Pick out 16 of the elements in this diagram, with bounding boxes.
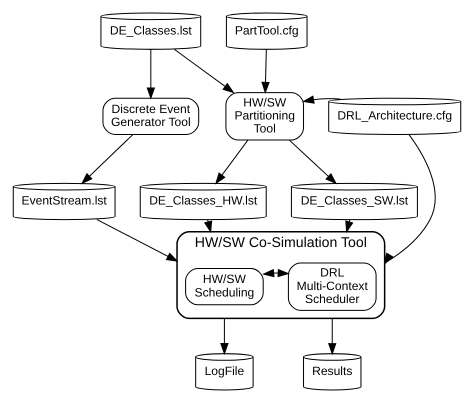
- arrow: [215, 139, 248, 184]
- arrow: [146, 48, 156, 100]
- node-box: HW/SW Scheduling: [185, 268, 264, 305]
- arrow: [384, 134, 436, 265]
- arrow: [302, 94, 341, 104]
- arrow: [261, 48, 270, 94]
- arrow: [174, 48, 235, 93]
- arrow: [328, 318, 336, 355]
- arrow: [220, 318, 229, 355]
- arrow: [96, 218, 178, 262]
- arrow: [262, 268, 290, 277]
- arrow: [81, 134, 134, 184]
- node-box: Discrete Event Generator Tool: [102, 97, 200, 134]
- node-box: HW/SW Partitioning Tool: [225, 92, 304, 140]
- arrow: [288, 139, 338, 184]
- node-box: DRL Multi-Context Scheduler: [288, 262, 377, 310]
